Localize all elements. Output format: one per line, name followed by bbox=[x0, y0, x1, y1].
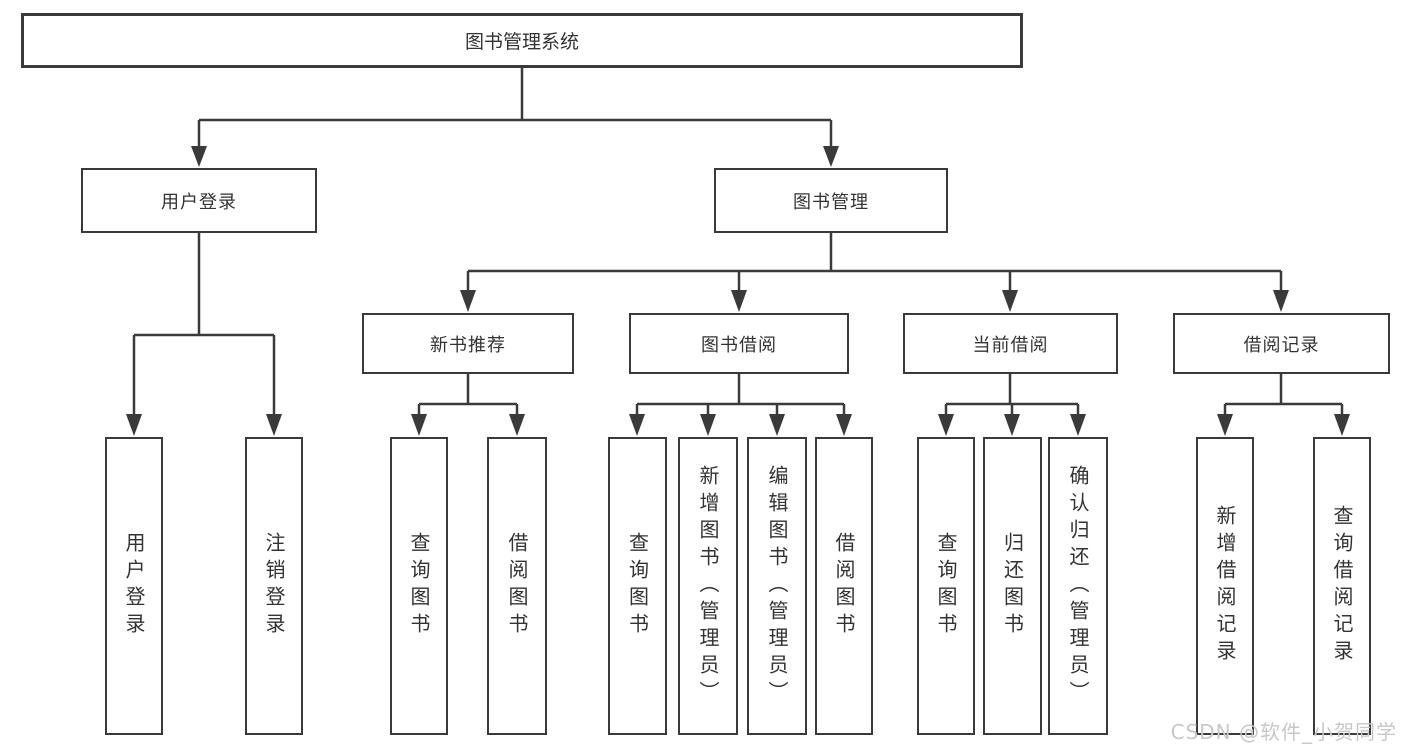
leaf-logout: 注销登录 bbox=[245, 437, 303, 735]
leaf-confirm-return-admin: 确认归还（管理员） bbox=[1048, 437, 1108, 735]
node-current-borrowing: 当前借阅 bbox=[903, 313, 1118, 374]
node-borrowing-records: 借阅记录 bbox=[1173, 313, 1390, 374]
node-library-system: 图书管理系统 bbox=[21, 13, 1023, 68]
leaf-add-book-admin: 新增图书（管理员） bbox=[678, 437, 738, 735]
leaf-borrowing-query-book: 查询图书 bbox=[608, 437, 667, 735]
leaf-add-borrow-record: 新增借阅记录 bbox=[1196, 437, 1254, 735]
node-book-borrowing: 图书借阅 bbox=[629, 313, 849, 374]
leaf-current-query-book: 查询图书 bbox=[917, 437, 975, 735]
leaf-query-borrow-record: 查询借阅记录 bbox=[1313, 437, 1371, 735]
csdn-watermark: CSDN @软件_小贺同学 bbox=[1170, 720, 1397, 744]
arrowhead-icons bbox=[126, 146, 1350, 436]
leaf-recommend-borrow-book: 借阅图书 bbox=[487, 437, 547, 735]
node-new-book-recommend: 新书推荐 bbox=[362, 313, 574, 374]
leaf-borrowing-borrow-book: 借阅图书 bbox=[815, 437, 873, 735]
leaf-recommend-query-book: 查询图书 bbox=[390, 437, 448, 735]
leaf-user-login: 用户登录 bbox=[105, 437, 163, 735]
leaf-edit-book-admin: 编辑图书（管理员） bbox=[747, 437, 807, 735]
node-book-management-branch: 图书管理 bbox=[714, 168, 948, 233]
node-user-login-branch: 用户登录 bbox=[81, 168, 317, 233]
leaf-return-book: 归还图书 bbox=[983, 437, 1042, 735]
